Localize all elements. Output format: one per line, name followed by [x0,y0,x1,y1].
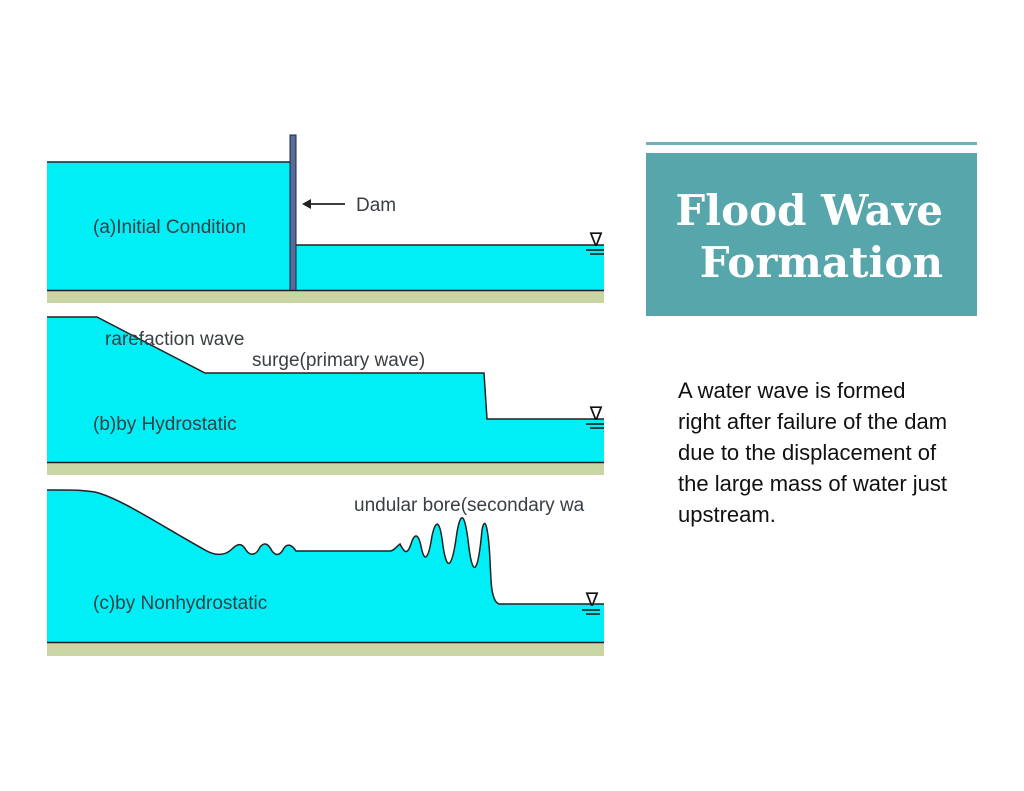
ground [47,290,604,303]
water-level-symbol: ∇ [589,403,603,425]
panel-initial-condition: Dam (a)Initial Condition ∇ [47,134,604,303]
nonhydrostatic-water [47,490,604,642]
title-line-1: Flood Wave [675,186,943,235]
water-level-symbol: ∇ [589,229,603,251]
ground [47,642,604,656]
description-text: A water wave is formed right after failu… [678,378,948,527]
surge-label: surge(primary wave) [252,350,425,371]
dam-wall [289,134,297,292]
panel-b-label: (b)by Hydrostatic [93,414,237,435]
panel-a-label: (a)Initial Condition [93,217,246,238]
panel-c-label: (c)by Nonhydrostatic [93,593,267,614]
title-line-2: Formation [699,238,943,287]
undular-bore-label: undular bore(secondary wa [354,495,585,516]
reservoir-water [47,162,296,290]
panel-nonhydrostatic: undular bore(secondary wa (c)by Nonhydro… [47,489,604,656]
dam-arrow [302,199,345,209]
ground [47,462,604,475]
tailwater [296,245,604,290]
rarefaction-wave-label: rarefaction wave [105,329,244,350]
hydrostatic-water [47,317,604,462]
dam-label: Dam [356,195,396,216]
title-box: Flood Wave Formation [646,153,977,316]
water-level-symbol: ∇ [585,589,599,611]
title-rule [646,142,977,145]
panel-hydrostatic: rarefaction wave surge(primary wave) (b)… [47,316,604,475]
